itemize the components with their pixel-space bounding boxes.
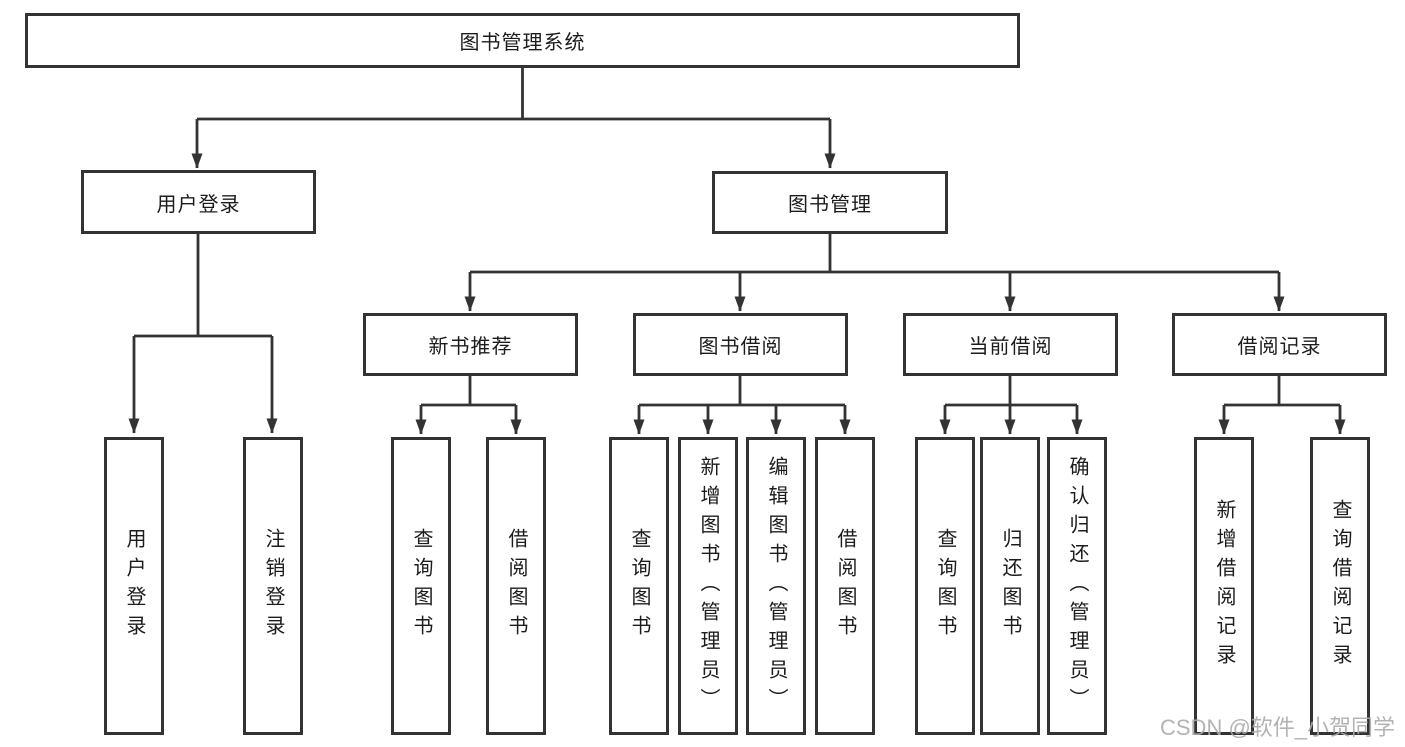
leaf-user-login: 用户登录 <box>104 437 164 735</box>
leaf-confirm-return-admin-label: 确认归还（管理员） <box>1066 455 1088 717</box>
leaf-add-borrow-record: 新增借阅记录 <box>1194 437 1254 735</box>
leaf-user-login-label: 用户登录 <box>123 528 145 644</box>
leaf-add-book-admin: 新增图书（管理员） <box>678 437 738 735</box>
leaf-add-borrow-record-label: 新增借阅记录 <box>1213 499 1235 673</box>
leaf-query-books-current-label: 查询图书 <box>934 528 956 644</box>
leaf-return-book-label: 归还图书 <box>999 528 1021 644</box>
node-new-book-recommend: 新书推荐 <box>363 313 578 376</box>
leaf-borrow-books-2-label: 借阅图书 <box>834 528 856 644</box>
leaf-query-borrow-record: 查询借阅记录 <box>1310 437 1370 735</box>
leaf-query-books-borrow: 查询图书 <box>609 437 669 735</box>
leaf-return-book: 归还图书 <box>980 437 1040 735</box>
leaf-borrow-books-recommend: 借阅图书 <box>486 437 546 735</box>
node-book-borrow: 图书借阅 <box>633 313 848 376</box>
leaf-edit-book-admin: 编辑图书（管理员） <box>746 437 806 735</box>
node-book-management: 图书管理 <box>712 171 948 234</box>
node-borrow-records: 借阅记录 <box>1172 313 1387 376</box>
leaf-query-books-recommend-label: 查询图书 <box>410 528 432 644</box>
leaf-add-book-admin-label: 新增图书（管理员） <box>697 455 719 717</box>
leaf-query-books-recommend: 查询图书 <box>391 437 451 735</box>
leaf-logout: 注销登录 <box>243 437 303 735</box>
leaf-borrow-books-2: 借阅图书 <box>815 437 875 735</box>
leaf-borrow-books-recommend-label: 借阅图书 <box>505 528 527 644</box>
leaf-query-books-current: 查询图书 <box>915 437 975 735</box>
leaf-query-books-borrow-label: 查询图书 <box>628 528 650 644</box>
leaf-confirm-return-admin: 确认归还（管理员） <box>1047 437 1107 735</box>
leaf-logout-label: 注销登录 <box>262 528 284 644</box>
node-current-borrow: 当前借阅 <box>903 313 1118 376</box>
node-library-system: 图书管理系统 <box>25 13 1020 68</box>
node-user-login: 用户登录 <box>81 170 316 234</box>
leaf-edit-book-admin-label: 编辑图书（管理员） <box>765 455 787 717</box>
leaf-query-borrow-record-label: 查询借阅记录 <box>1329 499 1351 673</box>
watermark: CSDN @软件_小贺同学 <box>1160 715 1396 740</box>
